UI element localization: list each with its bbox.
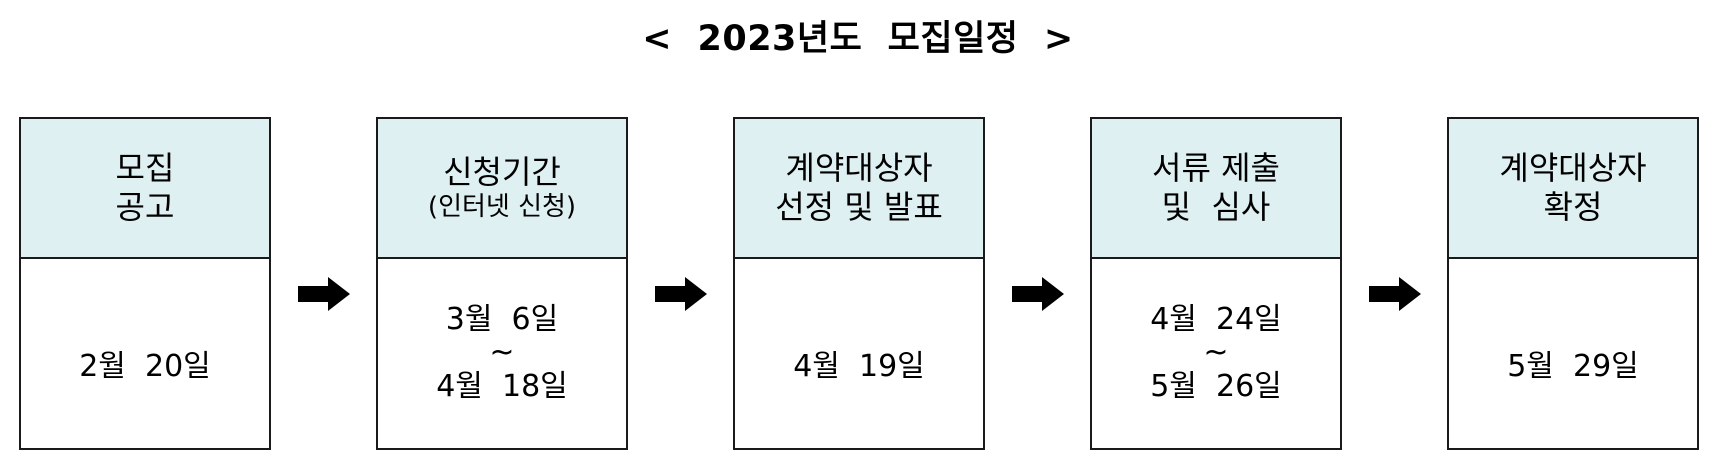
step-header-line1: 신청기간 <box>443 152 561 191</box>
step-body-contractor-confirmation: 5월 29일 <box>1449 259 1697 448</box>
step-body-contractor-selection-announcement: 4월 19일 <box>735 259 983 448</box>
step-box-recruitment-notice: 모집 공고 2월 20일 <box>19 117 271 450</box>
step-header-contractor-selection-announcement: 계약대상자 선정 및 발표 <box>735 119 983 259</box>
step-header-line2: (인터넷 신청) <box>427 191 577 222</box>
page-title: < 2023년도 모집일정 > <box>642 19 1074 59</box>
step-header-application-period: 신청기간 (인터넷 신청) <box>378 119 626 259</box>
step-body-line: 5월 29일 <box>1507 348 1639 384</box>
step-body-line: 4월 19일 <box>793 348 925 384</box>
arrow-4 <box>1342 117 1447 450</box>
step-header-line2: 공고 <box>115 188 175 226</box>
step-header-line2: 확정 <box>1543 188 1603 226</box>
step-body-range-separator: ~ <box>489 335 515 371</box>
arrow-3 <box>985 117 1090 450</box>
step-header-line1: 서류 제출 <box>1152 148 1280 187</box>
step-box-document-submission-review: 서류 제출 및 심사 4월 24일 ~ 5월 26일 <box>1090 117 1342 450</box>
step-header-document-submission-review: 서류 제출 및 심사 <box>1092 119 1340 259</box>
step-body-recruitment-notice: 2월 20일 <box>21 259 269 448</box>
step-box-contractor-selection-announcement: 계약대상자 선정 및 발표 4월 19일 <box>733 117 985 450</box>
step-header-line1: 모집 <box>115 148 175 187</box>
step-header-line1: 계약대상자 <box>785 148 933 187</box>
step-box-contractor-confirmation: 계약대상자 확정 5월 29일 <box>1447 117 1699 450</box>
right-arrow-icon <box>654 276 707 311</box>
step-body-line: 5월 26일 <box>1150 368 1282 404</box>
step-header-line1: 계약대상자 <box>1499 148 1647 187</box>
step-body-application-period: 3월 6일 ~ 4월 18일 <box>378 259 626 448</box>
arrow-2 <box>628 117 733 450</box>
step-body-line: 3월 6일 <box>445 302 559 338</box>
step-header-line2: 및 심사 <box>1161 188 1271 226</box>
step-body-document-submission-review: 4월 24일 ~ 5월 26일 <box>1092 259 1340 448</box>
step-body-line: 2월 20일 <box>79 348 211 384</box>
step-body-range-separator: ~ <box>1203 335 1229 371</box>
arrow-1 <box>271 117 376 450</box>
step-body-line: 4월 18일 <box>436 368 568 404</box>
step-header-contractor-confirmation: 계약대상자 확정 <box>1449 119 1697 259</box>
step-header-recruitment-notice: 모집 공고 <box>21 119 269 259</box>
flow-row: 모집 공고 2월 20일 신청기간 (인터넷 신청) 3월 6일 ~ 4월 18… <box>19 117 1699 450</box>
step-header-line2: 선정 및 발표 <box>775 188 943 226</box>
step-body-line: 4월 24일 <box>1150 302 1282 338</box>
step-box-application-period: 신청기간 (인터넷 신청) 3월 6일 ~ 4월 18일 <box>376 117 628 450</box>
right-arrow-icon <box>1011 276 1064 311</box>
right-arrow-icon <box>1368 276 1421 311</box>
right-arrow-icon <box>297 276 350 311</box>
